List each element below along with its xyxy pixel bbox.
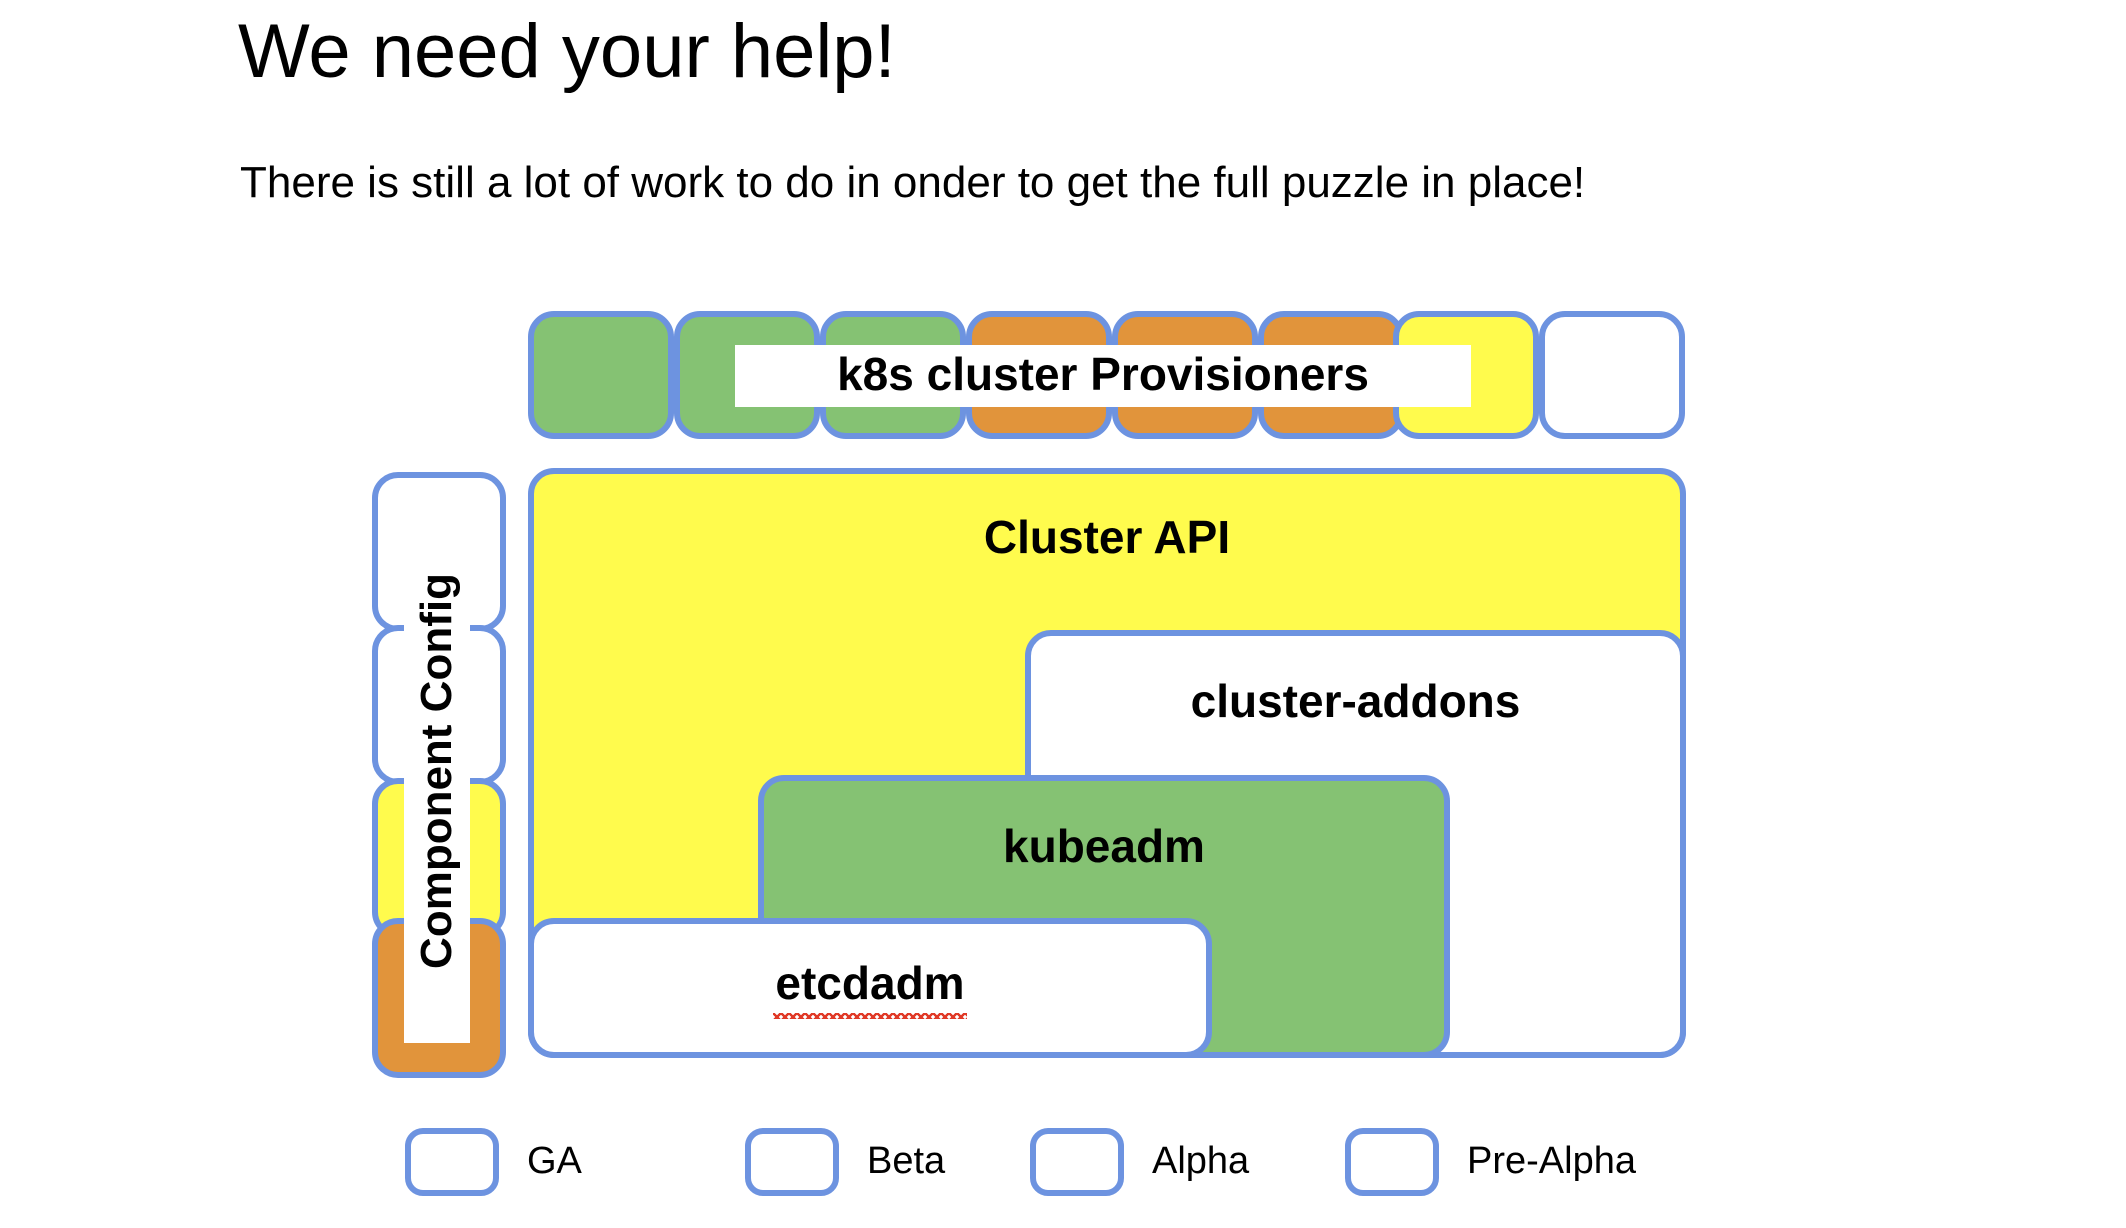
cluster-addons-label: cluster-addons <box>1190 675 1521 727</box>
legend-swatch-ga <box>405 1128 499 1196</box>
legend-label-pre-alpha: Pre-Alpha <box>1467 1140 1636 1182</box>
legend-label-alpha: Alpha <box>1152 1140 1250 1182</box>
legend-label-ga: GA <box>527 1140 582 1182</box>
component-config-label: Component Config <box>412 572 461 969</box>
etcdadm-box: etcdadm <box>528 918 1212 1058</box>
etcdadm-label-wrap: etcdadm <box>534 956 1206 1019</box>
provisioner-cell-1 <box>528 311 674 439</box>
component-config-label-band: Component Config <box>404 498 470 1043</box>
cluster-api-label: Cluster API <box>983 511 1231 563</box>
legend-label-beta: Beta <box>867 1140 946 1182</box>
page-title: We need your help! <box>238 9 896 94</box>
legend-swatch-beta <box>745 1128 839 1196</box>
k8s-cluster-provisioners-label-band: k8s cluster Provisioners <box>735 345 1471 407</box>
legend-swatch-alpha <box>1030 1128 1124 1196</box>
k8s-cluster-provisioners-label: k8s cluster Provisioners <box>837 348 1369 400</box>
slide-subtitle: There is still a lot of work to do in on… <box>240 158 1586 207</box>
legend-swatch-pre-alpha <box>1345 1128 1439 1196</box>
kubeadm-label: kubeadm <box>1003 820 1205 872</box>
provisioner-cell-8 <box>1539 311 1685 439</box>
etcdadm-label: etcdadm <box>773 957 967 1019</box>
